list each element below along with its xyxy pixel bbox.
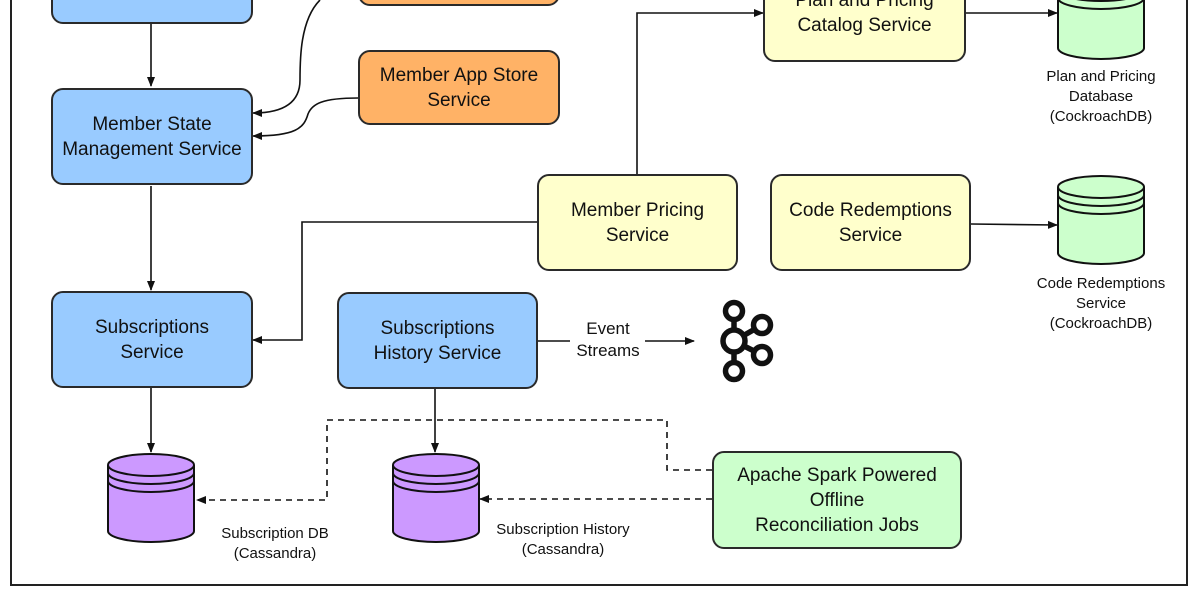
code-redemptions-db-icon <box>1057 175 1145 265</box>
member-app-store-service: Member App Store Service <box>358 50 560 125</box>
edge-member-pricing-to-subscriptions <box>252 221 537 344</box>
plan-pricing-db-label: Plan and Pricing Database (CockroachDB) <box>1046 68 1156 125</box>
spark-reconciliation-jobs: Apache Spark Powered Offline Reconciliat… <box>712 451 962 549</box>
subscription-db-label: Subscription DB (Cassandra) <box>221 525 329 562</box>
code-redemptions-service: Code Redemptions Service <box>770 174 971 271</box>
diagram-frame <box>10 0 1188 586</box>
subscription-history-db-label: Subscription History (Cassandra) <box>496 521 630 558</box>
edge-spark-to-subscription-db <box>196 419 712 504</box>
subscriptions-history-service: Subscriptions History Service <box>337 292 538 389</box>
plan-pricing-db-icon <box>1057 0 1145 60</box>
subscriptions-service: Subscriptions Service <box>51 291 253 388</box>
top-left-service-box <box>51 0 253 24</box>
member-pricing-service: Member Pricing Service <box>537 174 738 271</box>
member-state-service: Member State Management Service <box>51 88 253 185</box>
edge-member-pricing-to-catalog <box>636 9 764 174</box>
edge-code-redemptions-to-db <box>970 220 1058 229</box>
top-middle-service-box <box>358 0 560 6</box>
event-streams-label: Event Streams <box>576 319 640 360</box>
subscription-history-db-icon <box>392 453 480 543</box>
edge-app-store-to-member-state <box>252 97 359 140</box>
kafka-icon <box>720 299 774 383</box>
edge-top-curve-to-member-state <box>252 0 321 117</box>
subscription-db-icon <box>107 453 195 543</box>
plan-pricing-catalog-service: Plan and Pricing Catalog Service <box>763 0 966 62</box>
code-redemptions-db-label: Code Redemptions Service (CockroachDB) <box>1036 275 1166 332</box>
